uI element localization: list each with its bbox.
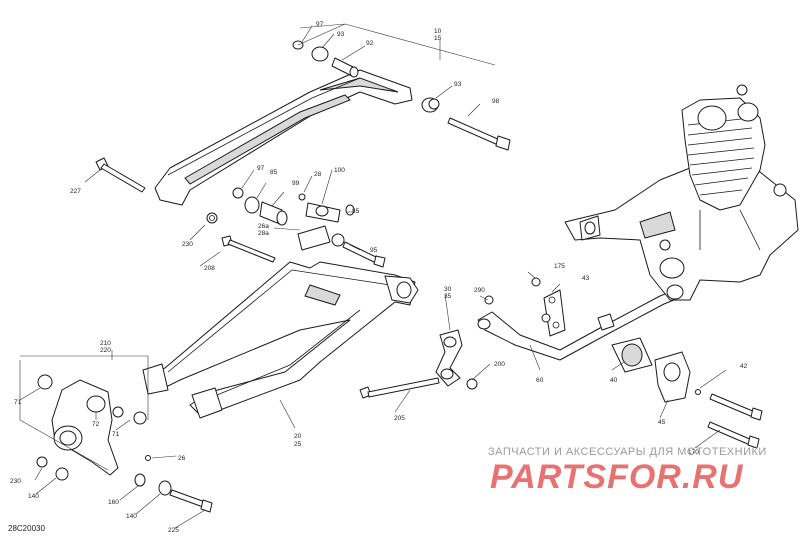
knuckle-assembly bbox=[37, 374, 147, 476]
label-85-right: 85 bbox=[352, 208, 360, 215]
label-170: 170 bbox=[688, 449, 699, 456]
pivot-hardware bbox=[232, 187, 386, 268]
label-26a: 26a bbox=[258, 223, 269, 230]
label-28: 28 bbox=[314, 171, 322, 178]
bolt-227 bbox=[95, 157, 146, 193]
label-97: 97 bbox=[316, 21, 324, 28]
label-140-left: 140 bbox=[28, 493, 39, 500]
label-97-mid: 97 bbox=[257, 165, 265, 172]
bushing-40 bbox=[611, 337, 653, 373]
part-number-labels: 97 93 92 10 15 93 98 227 97 85 99 28 100… bbox=[10, 21, 748, 534]
nut-230-upper bbox=[206, 212, 218, 224]
label-40: 40 bbox=[610, 377, 618, 384]
label-71-right: 71 bbox=[112, 431, 120, 438]
label-43: 43 bbox=[582, 275, 590, 282]
rear-shock-assembly bbox=[564, 84, 799, 301]
label-99: 99 bbox=[292, 180, 300, 187]
bolt-208 bbox=[221, 235, 276, 263]
label-92: 92 bbox=[366, 40, 374, 47]
label-100: 100 bbox=[334, 167, 345, 174]
label-15: 15 bbox=[434, 35, 442, 42]
watermark-tagline: ЗАПЧАСТИ И АКСЕССУАРЫ ДЛЯ МОТОТЕХНИКИ bbox=[488, 446, 767, 458]
label-225: 225 bbox=[168, 527, 179, 534]
label-208: 208 bbox=[204, 265, 215, 272]
label-95: 95 bbox=[370, 247, 378, 254]
label-60: 60 bbox=[536, 377, 544, 384]
label-26: 26 bbox=[178, 455, 186, 462]
bracket-43 bbox=[484, 277, 566, 337]
label-35: 35 bbox=[444, 293, 452, 300]
bushing-set-top bbox=[292, 40, 359, 78]
label-230-lower: 230 bbox=[10, 478, 21, 485]
label-28a: 28a bbox=[258, 230, 269, 237]
label-98: 98 bbox=[492, 98, 500, 105]
label-227: 227 bbox=[70, 188, 81, 195]
bolt-98 bbox=[447, 117, 511, 151]
label-140-right: 140 bbox=[126, 513, 137, 520]
label-230-upper: 230 bbox=[182, 241, 193, 248]
upper-trailing-arm bbox=[154, 69, 413, 206]
leader-lines bbox=[19, 23, 727, 529]
label-93: 93 bbox=[337, 31, 345, 38]
label-220: 220 bbox=[100, 347, 111, 354]
diagram-code: 28C20030 bbox=[8, 524, 45, 533]
label-10: 10 bbox=[434, 28, 442, 35]
lower-a-arm bbox=[142, 261, 419, 419]
label-205: 205 bbox=[394, 415, 405, 422]
label-160: 160 bbox=[108, 499, 119, 506]
label-30: 30 bbox=[444, 286, 452, 293]
label-25: 25 bbox=[294, 441, 302, 448]
sway-bar-link bbox=[359, 329, 478, 399]
label-71-left: 71 bbox=[14, 399, 22, 406]
label-210: 210 bbox=[100, 340, 111, 347]
bushing-93-right bbox=[421, 97, 440, 113]
label-93-right: 93 bbox=[454, 81, 462, 88]
label-42: 42 bbox=[740, 363, 748, 370]
label-200: 200 bbox=[494, 361, 505, 368]
label-20: 20 bbox=[294, 433, 302, 440]
label-72: 72 bbox=[92, 421, 100, 428]
label-45: 45 bbox=[658, 419, 666, 426]
watermark-logo: PARTSFOR.RU bbox=[490, 458, 744, 496]
label-85: 85 bbox=[270, 169, 278, 176]
label-290: 290 bbox=[474, 287, 485, 294]
sway-bar bbox=[477, 283, 695, 361]
label-175: 175 bbox=[554, 263, 565, 270]
knuckle-hardware bbox=[36, 455, 213, 513]
clamp-45 bbox=[654, 351, 763, 449]
